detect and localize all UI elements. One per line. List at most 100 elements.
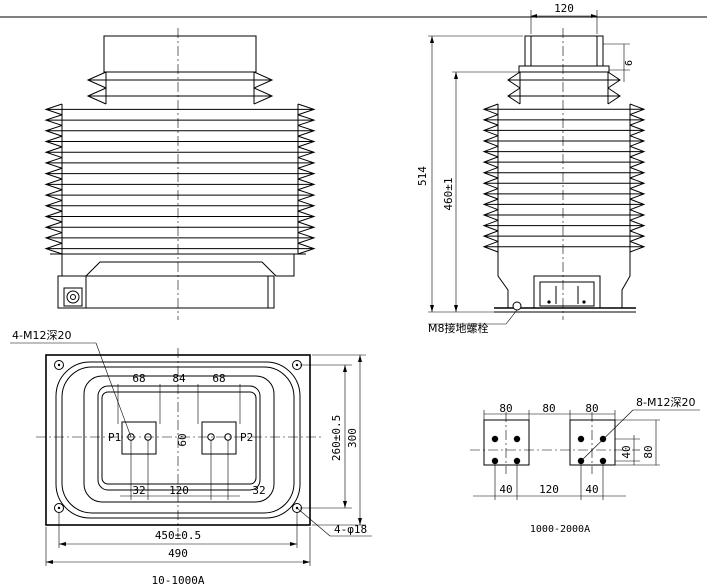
side-fin-5 <box>482 145 646 158</box>
plan-thread-leader <box>95 342 132 438</box>
side-view: 120 514 460±1 6 M8接地螺栓 <box>416 2 646 335</box>
front-fin-11 <box>44 210 316 223</box>
side-terminal-box <box>533 275 601 309</box>
front-ground-bolt-plate <box>63 287 83 307</box>
plan-depth-outer: 300 <box>346 428 359 448</box>
plan-spacing-bottom-1: 32 <box>132 484 145 497</box>
detail-left-hole-2 <box>513 435 521 443</box>
plan-spacing-top-1: 68 <box>132 372 145 385</box>
side-upper-fin-1 <box>507 71 621 89</box>
detail-right-hole-4 <box>599 457 607 465</box>
front-fin-7 <box>44 167 316 180</box>
side-base-right <box>621 252 631 308</box>
front-fin-13 <box>44 232 316 244</box>
side-fin-13 <box>482 230 646 242</box>
side-fin-4 <box>482 135 646 147</box>
front-fin-4 <box>44 135 316 148</box>
side-fin-7 <box>482 166 646 179</box>
side-base-left <box>497 252 509 308</box>
front-fin-1 <box>44 103 316 116</box>
detail-left-hole-1 <box>491 435 499 443</box>
plan-spacing-top-3: 68 <box>212 372 225 385</box>
plan-mount-hole-bl-center <box>57 506 61 510</box>
detail-block-right <box>569 419 616 466</box>
detail-caption: 1000-2000A <box>530 524 590 535</box>
dim-height-total: 514 <box>416 166 429 186</box>
front-view <box>44 28 316 320</box>
front-upper-fin-1 <box>86 71 274 89</box>
front-upper-fin-2 <box>86 87 274 105</box>
front-fin-10 <box>44 199 316 212</box>
front-fin-14 <box>44 242 316 255</box>
front-ground-bolt-inner <box>70 294 76 300</box>
plan-height-inner: 60 <box>176 433 189 446</box>
ground-leader <box>505 309 518 325</box>
plan-width-inner: 450±0.5 <box>155 529 201 542</box>
detail-spacing-top-2: 80 <box>542 402 555 415</box>
plan-mount-hole-tl-center <box>57 363 61 367</box>
side-fin-10 <box>482 198 646 211</box>
side-cap-base <box>518 65 610 73</box>
side-fin-11 <box>482 209 646 221</box>
ground-bolt-label: M8接地螺栓 <box>428 321 489 335</box>
side-fin-14 <box>482 240 646 253</box>
front-fin-3 <box>44 124 316 137</box>
side-fin-12 <box>482 219 646 232</box>
dim-width-top: 120 <box>554 2 574 15</box>
detail-thread-leader <box>580 409 634 462</box>
plan-body-mid <box>83 375 275 503</box>
side-fin-8 <box>482 177 646 190</box>
mount-hole-leader <box>296 507 331 537</box>
detail-spacing-bottom-3: 40 <box>585 483 598 496</box>
terminal-detail: 80 80 80 40 120 40 40 80 8-M12深20 1000-2… <box>470 396 700 535</box>
side-cap <box>524 35 604 69</box>
plan-body-core <box>101 391 257 485</box>
plan-spacing-bottom-3: 32 <box>252 484 265 497</box>
front-fin-9 <box>44 189 316 201</box>
detail-spacing-top-1: 80 <box>499 402 512 415</box>
plan-thread-label: 4-M12深20 <box>12 329 71 342</box>
plan-caption: 10-1000A <box>152 574 205 587</box>
detail-right-hole-1 <box>577 435 585 443</box>
plan-terminal-p2-label: P2 <box>240 431 253 444</box>
side-terminal-dot-2 <box>582 300 586 304</box>
dim-height-body: 460±1 <box>442 177 455 210</box>
front-base <box>57 275 275 309</box>
detail-spacing-bottom-1: 40 <box>499 483 512 496</box>
front-fin-6 <box>44 157 316 169</box>
plan-mount-hole-tr-center <box>295 363 299 367</box>
side-fin-1 <box>482 103 646 116</box>
detail-spacing-bottom-2: 120 <box>539 483 559 496</box>
plan-width-outer: 490 <box>168 547 188 560</box>
detail-left-hole-4 <box>513 457 521 465</box>
front-fin-12 <box>44 221 316 234</box>
detail-block-left <box>483 419 530 466</box>
plan-depth-inner: 260±0.5 <box>330 415 343 461</box>
front-cap <box>103 35 257 73</box>
plan-spacing-top-2: 84 <box>172 372 186 385</box>
side-terminal-dot-1 <box>547 300 551 304</box>
side-fins <box>482 71 646 253</box>
dim-fin-gap: 6 <box>624 60 635 66</box>
front-fin-5 <box>44 146 316 159</box>
side-fin-9 <box>482 188 646 200</box>
side-fin-6 <box>482 156 646 168</box>
side-fin-3 <box>482 124 646 137</box>
plan-terminal-p1-label: P1 <box>108 431 121 444</box>
plan-mount-holes-label: 4-φ18 <box>334 523 367 536</box>
side-terminal-box-inner <box>539 281 595 307</box>
detail-spacing-top-3: 80 <box>585 402 598 415</box>
front-ground-bolt <box>66 290 80 304</box>
detail-thread-label: 8-M12深20 <box>636 396 695 409</box>
detail-left-hole-3 <box>491 457 499 465</box>
front-fin-8 <box>44 178 316 191</box>
plan-view: 68 84 68 32 120 32 60 P1 P2 4-M12深20 260… <box>10 329 372 587</box>
side-ground-bolt <box>512 301 522 311</box>
front-fins <box>44 71 316 255</box>
detail-height-inner: 40 <box>620 445 633 458</box>
side-fin-2 <box>482 114 646 126</box>
plan-spacing-bottom-2: 120 <box>169 484 189 497</box>
side-upper-fin-2 <box>507 87 621 105</box>
front-fin-2 <box>44 114 316 126</box>
